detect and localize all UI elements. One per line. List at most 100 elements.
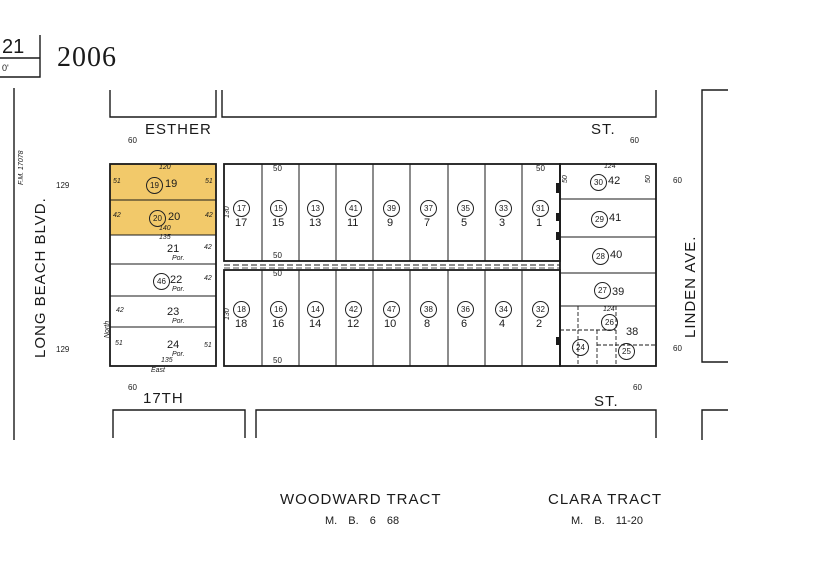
lot-24-depth-w: 51 bbox=[115, 340, 123, 347]
middle-block-lot-lines bbox=[261, 164, 523, 366]
right-depth-2: 50 bbox=[645, 175, 652, 183]
lot-number-6: 6 bbox=[461, 318, 468, 330]
page-fragment-top: 21 bbox=[2, 36, 25, 58]
parcel-circle-29[interactable]: 29 bbox=[591, 211, 608, 228]
page-fragment-bottom: 0' bbox=[2, 63, 9, 73]
parcel-circle-25[interactable]: 25 bbox=[618, 343, 635, 360]
left-block bbox=[109, 163, 217, 367]
lot-23-note: Por. bbox=[172, 318, 185, 325]
lot-number-10: 10 bbox=[384, 318, 397, 330]
lot-20-depth-w: 42 bbox=[113, 212, 121, 219]
lot-number-40: 40 bbox=[610, 249, 623, 261]
lot-number-21: 21 bbox=[167, 243, 180, 255]
linden-width-bottom: 60 bbox=[673, 344, 682, 353]
parcel-circle-33[interactable]: 33 bbox=[495, 200, 512, 217]
right-block-lot-lines bbox=[560, 198, 656, 307]
lot-number-20: 20 bbox=[168, 211, 181, 223]
parcel-circle-30[interactable]: 30 bbox=[590, 174, 607, 191]
east-label: East bbox=[151, 367, 166, 374]
left-block-lot-lines bbox=[110, 199, 216, 328]
parcel-circle-37[interactable]: 37 bbox=[420, 200, 437, 217]
header-fragment-box bbox=[0, 35, 41, 78]
parcel-circle-46[interactable]: 46 bbox=[153, 273, 170, 290]
long-beach-blvd-label: LONG BEACH BLVD. bbox=[32, 197, 49, 358]
lot-number-9: 9 bbox=[387, 217, 394, 229]
parcel-circle-26[interactable]: 26 bbox=[601, 314, 618, 331]
lot-number-11: 11 bbox=[347, 217, 359, 229]
parcel-circle-41[interactable]: 41 bbox=[345, 200, 362, 217]
lot-number-23: 23 bbox=[167, 306, 180, 318]
clara-tract-ref: M. B. 11-20 bbox=[571, 515, 644, 527]
parcel-circle-28[interactable]: 28 bbox=[592, 248, 609, 265]
lot-number-5: 5 bbox=[461, 217, 468, 229]
lot-20-depth-e: 42 bbox=[205, 212, 213, 219]
lot-number-2: 2 bbox=[536, 318, 543, 330]
parcel-circle-27[interactable]: 27 bbox=[594, 282, 611, 299]
mid-depth-bottom: 130 bbox=[224, 308, 231, 320]
lot-number-41: 41 bbox=[609, 212, 622, 224]
parcel-circle-47[interactable]: 47 bbox=[383, 301, 400, 318]
left-dim-lower: 135 bbox=[159, 234, 171, 241]
north-label: North bbox=[104, 320, 111, 338]
linden-width-top: 60 bbox=[673, 176, 682, 185]
seventeenth-width-left: 60 bbox=[128, 383, 137, 392]
left-dim-top: 120 bbox=[159, 164, 171, 171]
parcel-circle-42[interactable]: 42 bbox=[345, 301, 362, 318]
long-beach-width-top: 129 bbox=[56, 181, 70, 190]
long-beach-width-bottom: 129 bbox=[56, 345, 70, 354]
mid-width-alley-2: 50 bbox=[273, 269, 282, 278]
parcel-circle-35[interactable]: 35 bbox=[457, 200, 474, 217]
esther-width-right: 60 bbox=[630, 136, 639, 145]
seventeenth-street-label: 17TH bbox=[143, 390, 184, 407]
lot-24-depth-e: 51 bbox=[204, 342, 212, 349]
parcel-circle-38[interactable]: 38 bbox=[420, 301, 437, 318]
left-dim-bottom: 135 bbox=[161, 357, 173, 364]
fm-reference: F.M. 17078 bbox=[18, 150, 25, 185]
parcel-circle-15[interactable]: 15 bbox=[270, 200, 287, 217]
parcel-circle-36[interactable]: 36 bbox=[457, 301, 474, 318]
lot-number-24: 24 bbox=[167, 339, 180, 351]
right-dim-mid: 124 bbox=[603, 306, 615, 313]
mid-width-bottom-1: 50 bbox=[273, 356, 282, 365]
highlight-lot-19[interactable] bbox=[110, 164, 216, 200]
parcel-circle-14[interactable]: 14 bbox=[307, 301, 324, 318]
parcel-circle-31[interactable]: 31 bbox=[532, 200, 549, 217]
parcel-circle-19[interactable]: 19 bbox=[146, 177, 163, 194]
parcel-circle-32[interactable]: 32 bbox=[532, 301, 549, 318]
esther-width-left: 60 bbox=[128, 136, 137, 145]
mid-width-alley-1: 50 bbox=[273, 251, 282, 260]
lot-number-4: 4 bbox=[499, 318, 506, 330]
lot-23-depth: 42 bbox=[116, 307, 124, 314]
parcel-circle-39[interactable]: 39 bbox=[383, 200, 400, 217]
parcel-circle-24[interactable]: 24 bbox=[572, 339, 589, 356]
parcel-circle-18[interactable]: 18 bbox=[233, 301, 250, 318]
linden-ave-east-line bbox=[701, 89, 728, 363]
lot-number-13: 13 bbox=[309, 217, 322, 229]
lot-number-22: 22 bbox=[170, 274, 183, 286]
woodward-tract-name: WOODWARD TRACT bbox=[280, 491, 442, 508]
lot-21-note: Por. bbox=[172, 255, 185, 262]
esther-st-north-line bbox=[109, 90, 657, 118]
lot-22-depth: 42 bbox=[204, 275, 212, 282]
right-depth-1: 50 bbox=[562, 175, 569, 183]
mid-depth-top: 130 bbox=[224, 206, 231, 218]
seventeenth-street-suffix: ST. bbox=[594, 393, 619, 410]
lot-21-depth: 42 bbox=[204, 244, 212, 251]
right-block bbox=[559, 163, 657, 367]
lot-number-17: 17 bbox=[235, 217, 248, 229]
parcel-circle-13[interactable]: 13 bbox=[307, 200, 324, 217]
mid-width-top-9: 50 bbox=[536, 164, 545, 173]
lot-number-14: 14 bbox=[309, 318, 322, 330]
linden-ave-east-line-south bbox=[701, 409, 728, 440]
parcel-circle-34[interactable]: 34 bbox=[495, 301, 512, 318]
lot-number-3: 3 bbox=[499, 217, 506, 229]
lot-22-note: Por. bbox=[172, 286, 185, 293]
lot-number-12: 12 bbox=[347, 318, 360, 330]
parcel-circle-17[interactable]: 17 bbox=[233, 200, 250, 217]
lot-24-note: Por. bbox=[172, 351, 185, 358]
lot-number-1: 1 bbox=[536, 217, 543, 229]
woodward-tract-ref: M. B. 6 68 bbox=[325, 515, 400, 527]
parcel-circle-16[interactable]: 16 bbox=[270, 301, 287, 318]
parcel-circle-20[interactable]: 20 bbox=[149, 210, 166, 227]
mid-width-top-1: 50 bbox=[273, 164, 282, 173]
